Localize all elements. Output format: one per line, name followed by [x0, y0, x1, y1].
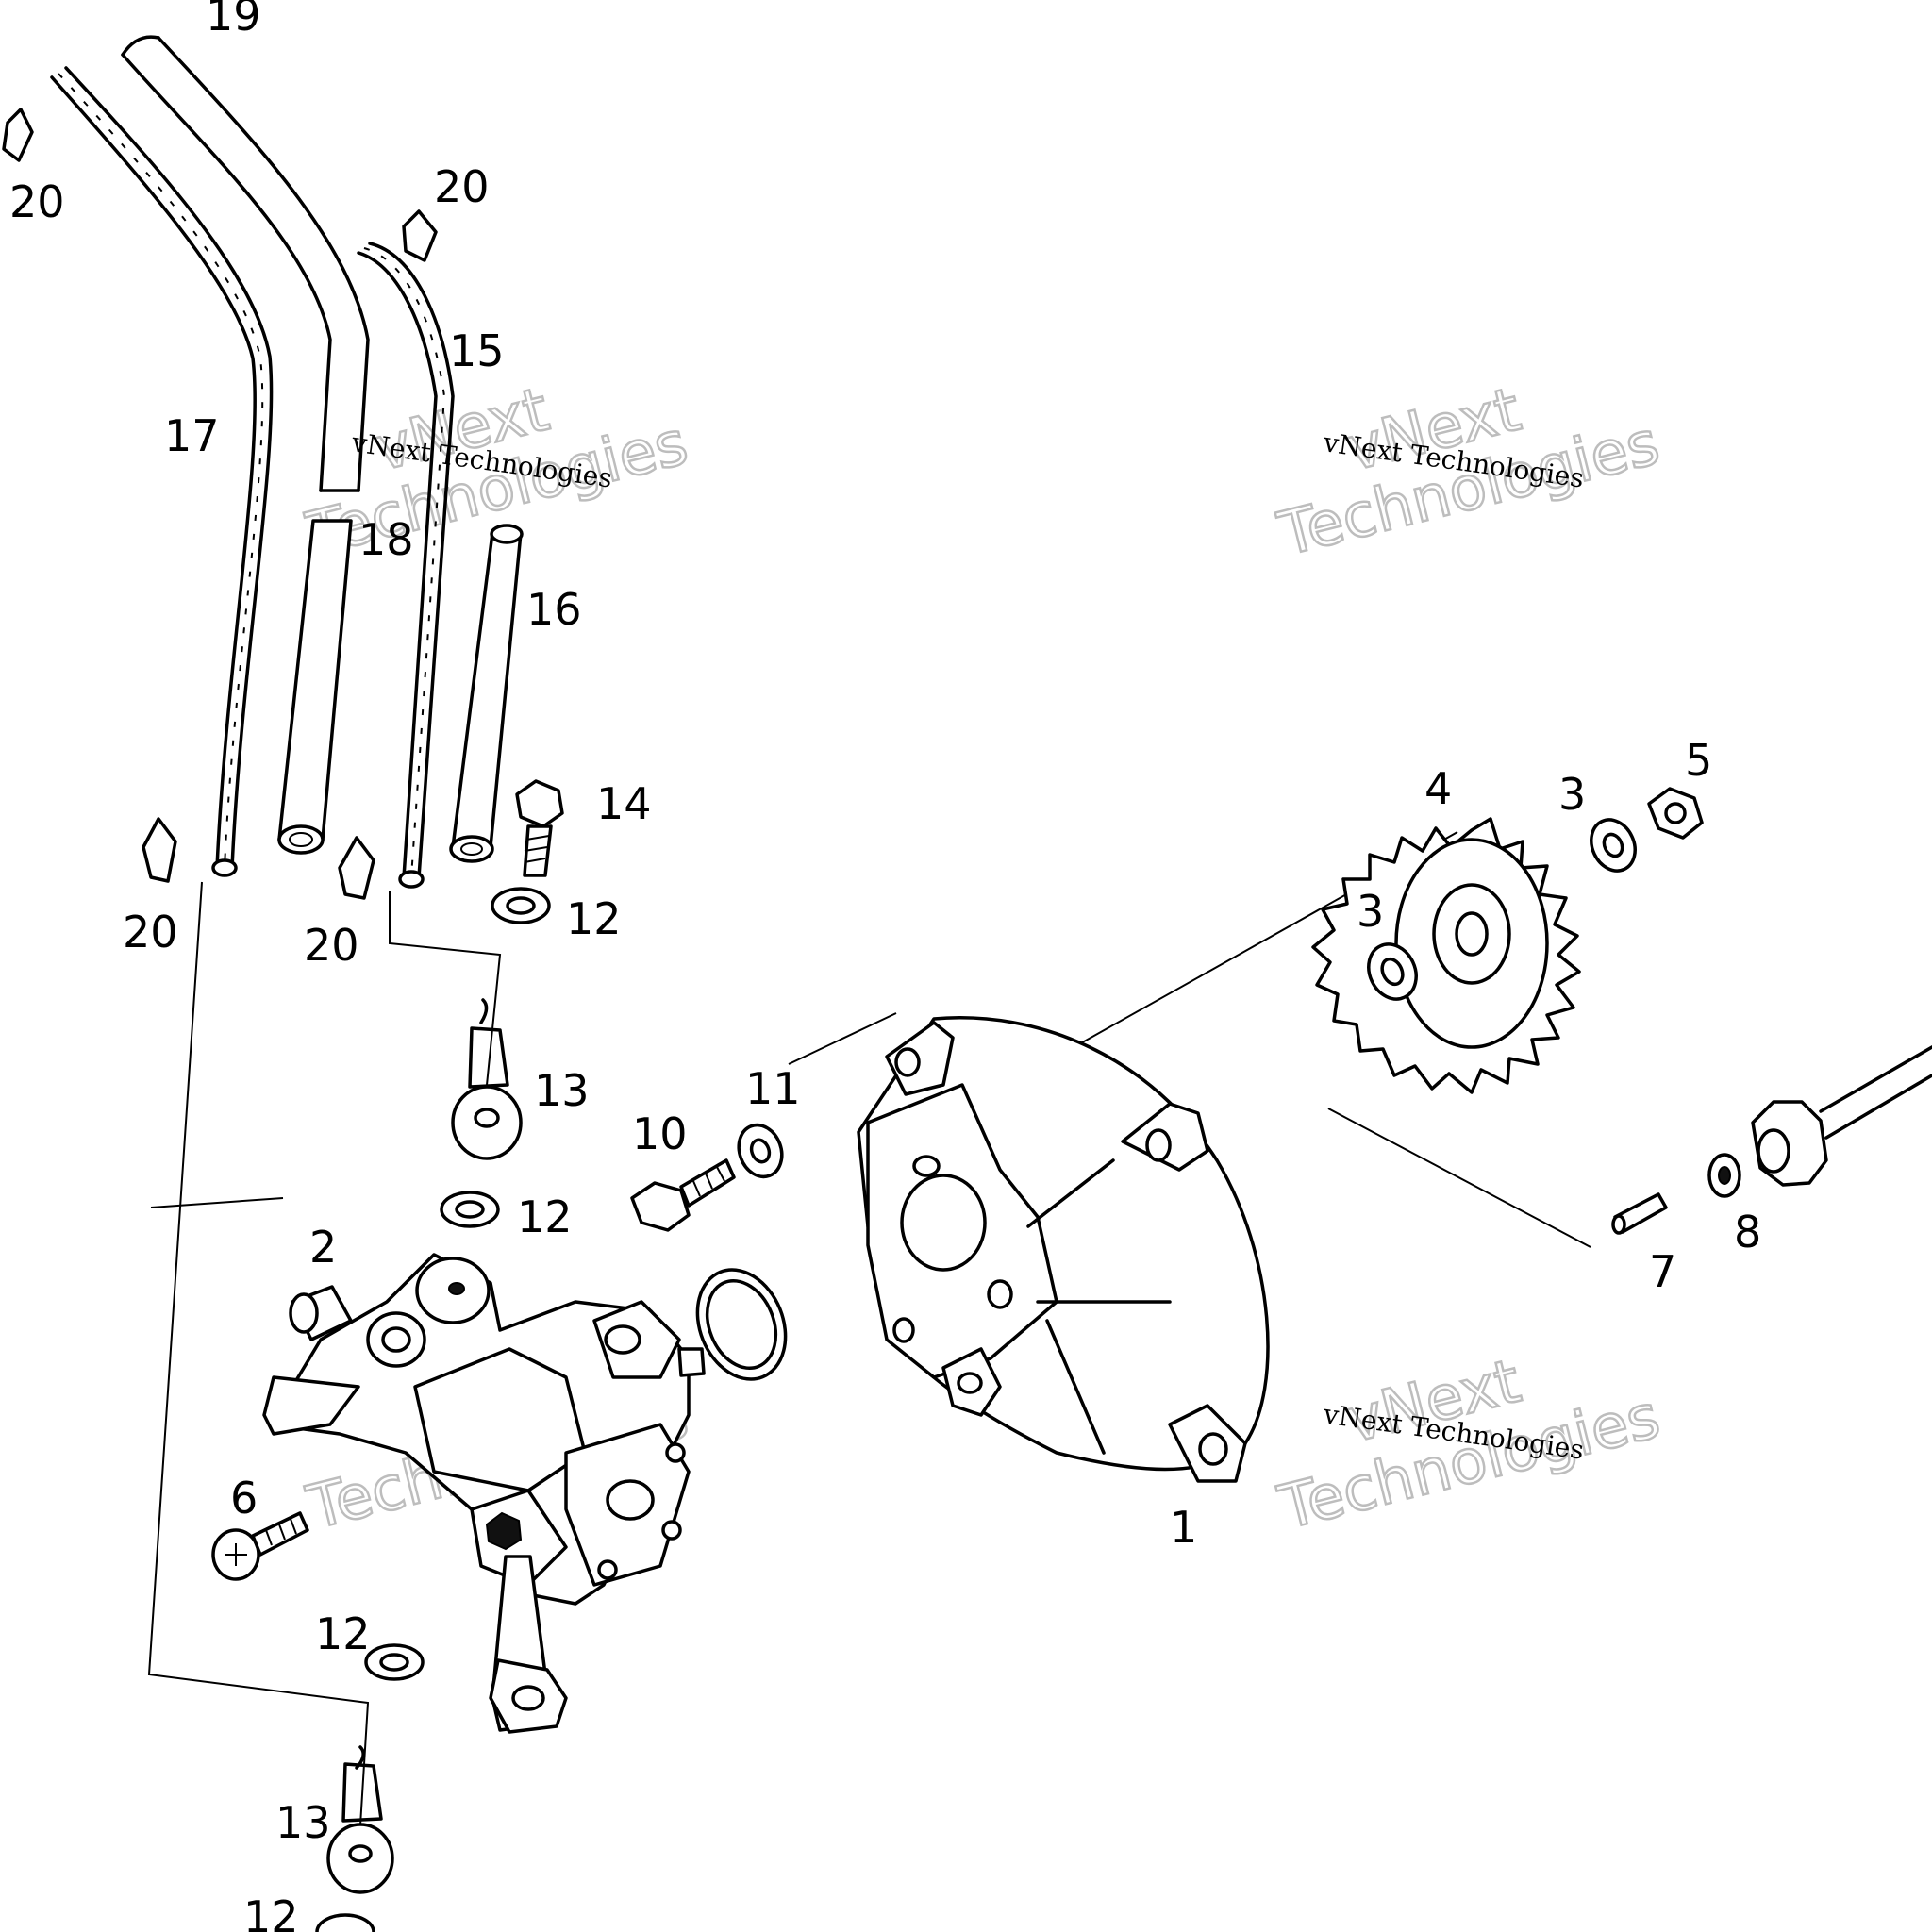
- nut-5: [1647, 787, 1704, 840]
- washer-11: [737, 1123, 784, 1179]
- callout-12c: 12: [315, 1608, 371, 1659]
- washer-12-c: [364, 1643, 425, 1681]
- callout-7: 7: [1649, 1246, 1676, 1297]
- banjo-bolt-14: [515, 779, 564, 877]
- bolt-10: [630, 1158, 736, 1232]
- callout-13a: 13: [534, 1065, 590, 1116]
- washer-3-b: [1590, 818, 1637, 873]
- callout-15: 15: [449, 325, 505, 376]
- callout-18: 18: [358, 514, 414, 565]
- hose-19: [121, 35, 370, 492]
- washer-12-d: [315, 1913, 375, 1932]
- callout-19: 19: [206, 0, 261, 41]
- callout-2: 2: [309, 1222, 337, 1273]
- hose-15: [357, 242, 455, 889]
- callout-12b: 12: [517, 1191, 573, 1242]
- callout-13b: 13: [275, 1797, 331, 1848]
- callout-16: 16: [526, 584, 582, 635]
- callout-20d: 20: [304, 920, 359, 971]
- cover-1: [857, 1016, 1270, 1483]
- callout-4: 4: [1424, 763, 1452, 814]
- watermark-bottom-right: vNext Technologies vNext Technologies: [1271, 1345, 1667, 1544]
- washer-12-b: [440, 1191, 500, 1228]
- callout-3b: 3: [1558, 769, 1586, 820]
- hose-18: [277, 519, 353, 855]
- drive-gear-shaft: [1751, 1045, 1932, 1187]
- callout-20c: 20: [123, 907, 178, 958]
- watermark-top-right: vNext Technologies vNext Technologies: [1271, 374, 1667, 571]
- washer-3-a: [1367, 942, 1418, 1001]
- callout-20b: 20: [434, 161, 490, 212]
- pin-7: [1611, 1192, 1668, 1235]
- callout-12d: 12: [243, 1891, 299, 1932]
- clip-20-top-mid: [402, 209, 438, 262]
- callout-20a: 20: [9, 176, 65, 227]
- clip-20-bottom-left: [142, 817, 177, 883]
- washer-8: [1707, 1153, 1741, 1198]
- callout-5: 5: [1685, 735, 1712, 786]
- callout-numbers: 1 2 3 3 4 5 6 7 8 10 11 12 12 12 12 13 1…: [9, 0, 1761, 1932]
- callout-11: 11: [745, 1063, 801, 1114]
- hose-17: [50, 66, 274, 877]
- screw-6: [211, 1511, 309, 1581]
- callout-17: 17: [164, 410, 220, 461]
- o-ring: [695, 1268, 788, 1381]
- callout-3a: 3: [1357, 886, 1384, 937]
- clip-20-top-left: [2, 108, 34, 162]
- hose-16: [449, 524, 524, 863]
- callout-8: 8: [1734, 1207, 1761, 1257]
- callout-14: 14: [596, 778, 652, 829]
- gear-4: [1311, 817, 1581, 1094]
- callout-12a: 12: [566, 893, 622, 944]
- clip-20-bottom-mid: [338, 836, 375, 900]
- washer-12-a: [491, 887, 551, 924]
- callout-10: 10: [632, 1108, 688, 1159]
- oil-pump-2: [262, 1253, 706, 1734]
- callout-6: 6: [230, 1473, 258, 1524]
- callout-1: 1: [1170, 1502, 1197, 1553]
